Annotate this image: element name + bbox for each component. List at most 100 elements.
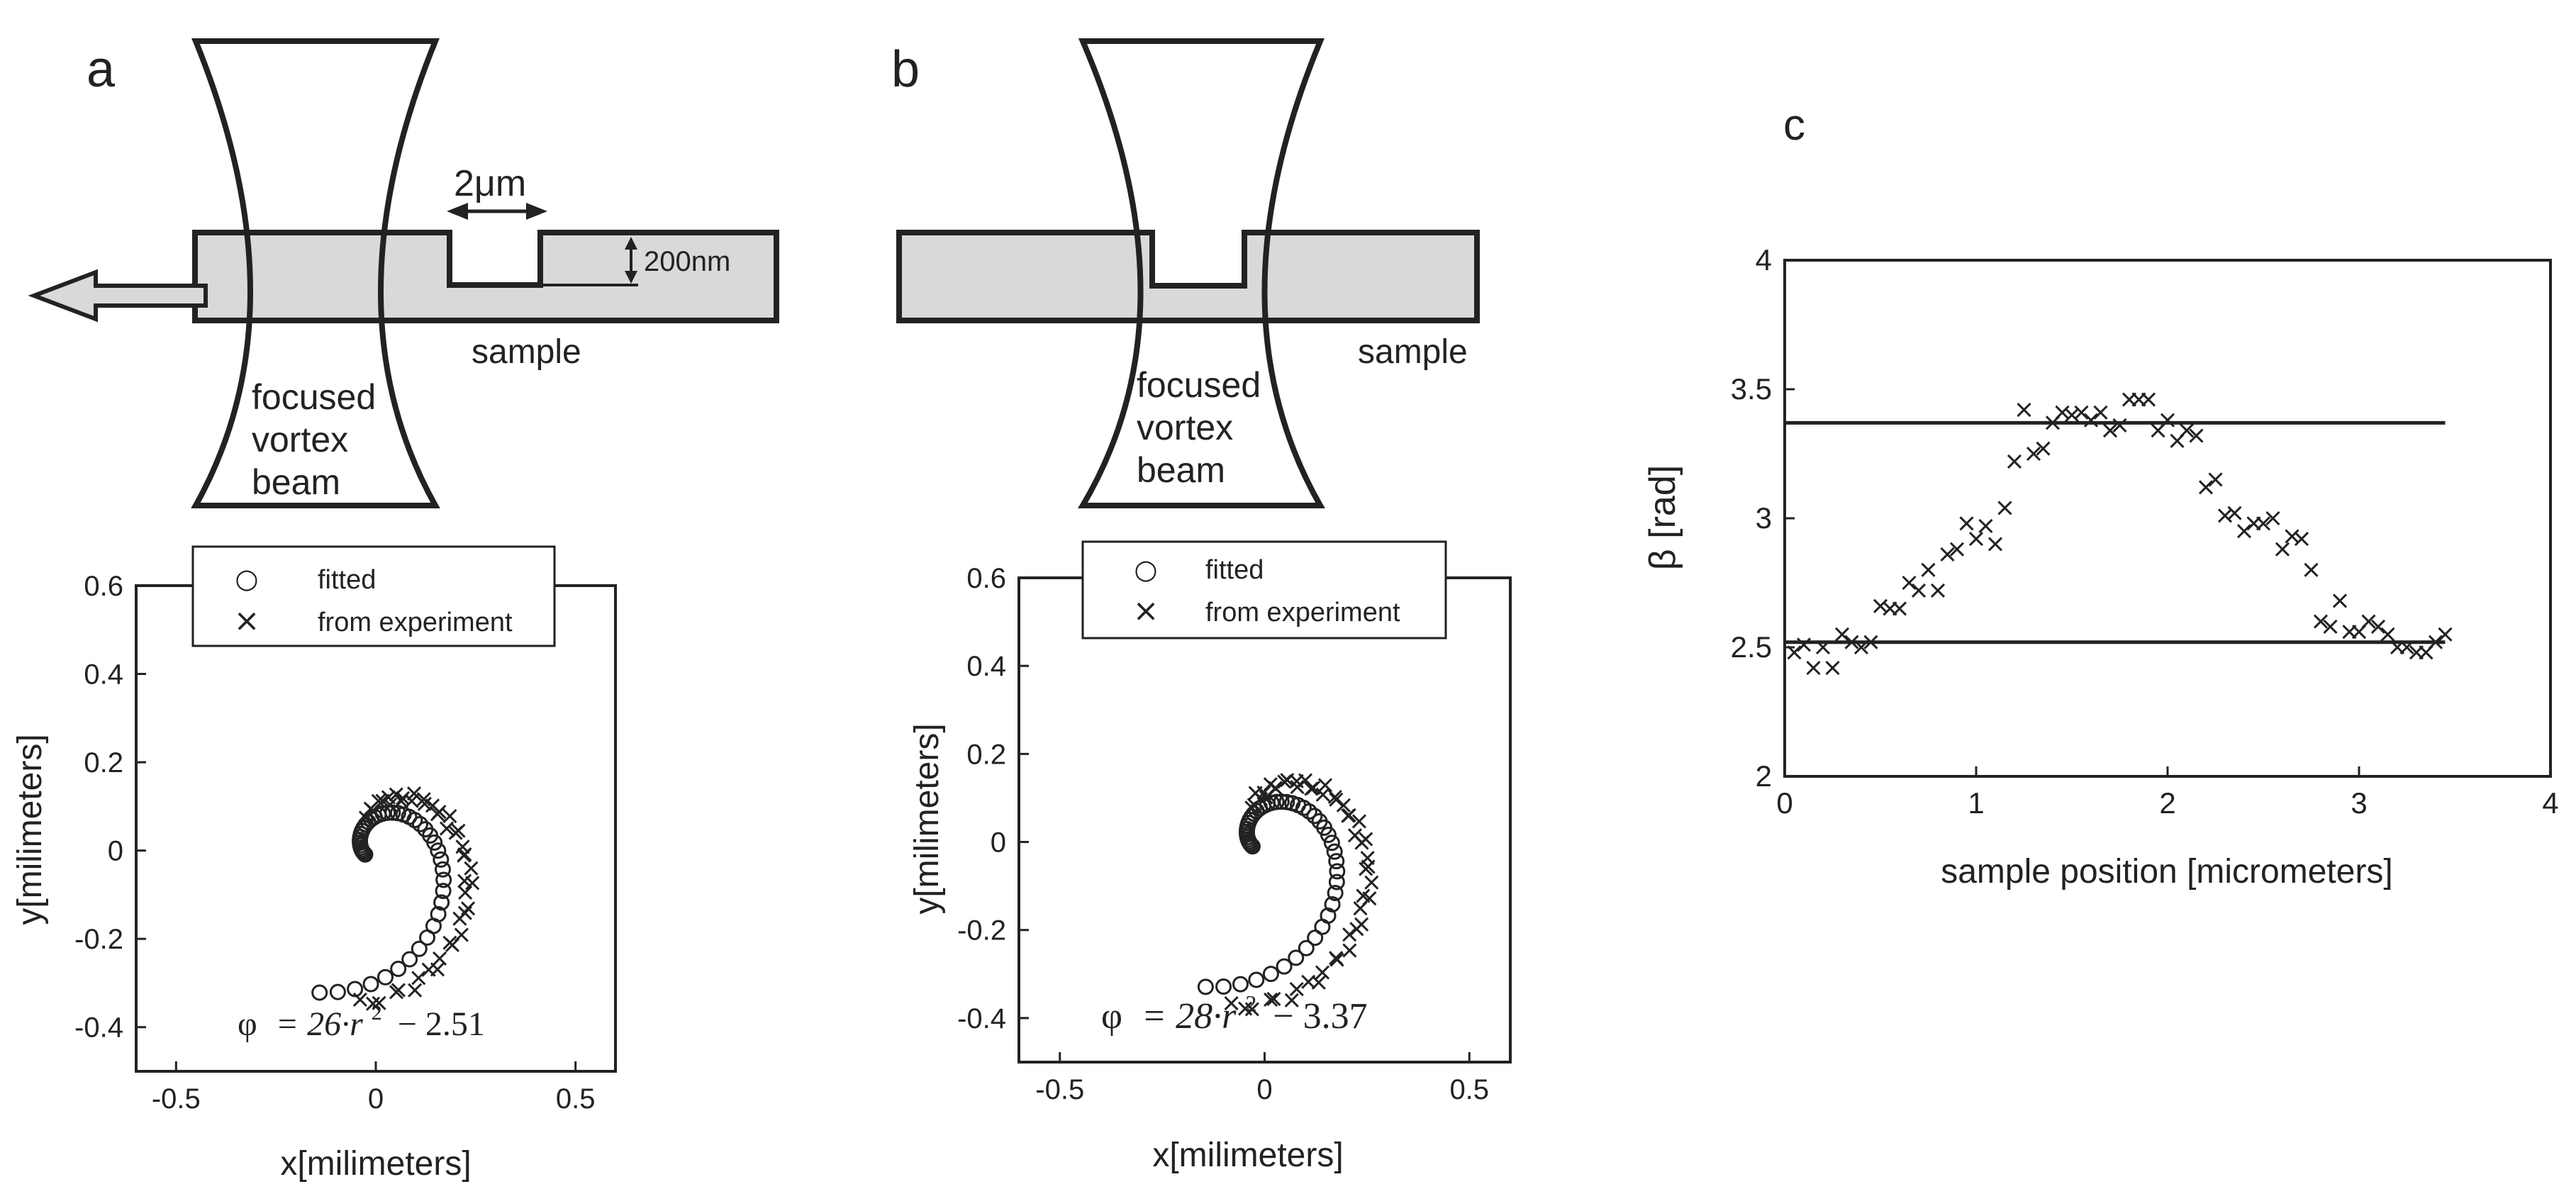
plot-b-ytick-label: 0.6	[966, 563, 1006, 594]
plot-c-point-experiment	[2265, 510, 2280, 526]
plot-a-point-experiment	[433, 951, 447, 966]
plot-a-point-fitted	[435, 861, 452, 878]
plot-c-point-experiment	[1959, 516, 1974, 531]
plot-a-point-fitted	[401, 951, 418, 968]
plot-c-point-experiment	[1949, 542, 1965, 557]
plot-c-xtick-label: 4	[2542, 786, 2558, 820]
plot-a-point-fitted	[430, 905, 447, 922]
plot-c-ytick-label: 3	[1756, 501, 1772, 535]
plot-b-point-experiment	[1224, 995, 1239, 1011]
plot-a-point-fitted	[390, 961, 407, 978]
plot-c-point-experiment	[1834, 627, 1850, 642]
plot-a-point-fitted	[347, 981, 364, 998]
plot-a-point-fitted	[357, 846, 374, 863]
plot-b-point-experiment	[1359, 832, 1373, 847]
plot-c-point-experiment	[2036, 441, 2051, 456]
plot-a-xtick-label: 0.5	[556, 1083, 596, 1115]
plot-b-ylabel: y[milimeters]	[908, 723, 946, 914]
plot-c-point-experiment	[2064, 408, 2080, 423]
plot-c-point-experiment	[2217, 508, 2233, 523]
panel-label-b: b	[891, 41, 920, 98]
plot-a-ytick-label: -0.4	[74, 1012, 123, 1044]
plot-a-point-fitted	[430, 842, 447, 859]
plot-c-point-experiment	[2285, 529, 2299, 544]
plot-c-point-experiment	[2380, 627, 2395, 642]
sample-label-b: sample	[1358, 333, 1468, 371]
beam-label-b-line3: beam	[1137, 450, 1225, 490]
plot-b-point-fitted	[1306, 808, 1323, 825]
plot-a-point-fitted	[311, 984, 328, 1001]
plot-b-point-fitted	[1232, 976, 1249, 993]
plot-a-equation-rhs: − 2.51	[398, 1005, 485, 1043]
plot-c-point-experiment	[2294, 532, 2309, 547]
plot-c-point-experiment	[1997, 501, 2012, 515]
plot-b-axes-box	[1017, 576, 1512, 1064]
plot-b-legend-marker-fitted: ○	[1134, 554, 1157, 585]
plot-b-point-experiment	[1329, 951, 1344, 966]
plot-c-ytick-label: 4	[1756, 243, 1772, 277]
direction-arrow	[28, 269, 208, 323]
plot-b-point-experiment	[1266, 991, 1281, 1006]
plot-b-point-fitted	[1324, 895, 1341, 912]
plot-c-point-experiment	[1825, 661, 1840, 676]
plot-c-point-experiment	[1978, 518, 1993, 533]
plot-b-point-fitted	[1326, 843, 1343, 860]
plot-a-point-experiment	[408, 983, 423, 998]
plot-b-point-experiment	[1327, 789, 1342, 805]
plot-a-point-experiment	[411, 971, 426, 986]
depth-arrowhead-top	[625, 237, 637, 250]
plot-b-point-experiment	[1290, 779, 1305, 795]
plot-c-point-experiment	[1844, 635, 1859, 649]
plot-b-ytick-label: -0.2	[957, 915, 1006, 947]
plot-b-point-experiment	[1280, 773, 1295, 788]
plot-a-point-experiment	[391, 983, 406, 998]
plot-a-xtick-label: 0	[368, 1083, 384, 1115]
width-arrowhead-right	[526, 203, 547, 220]
plot-c-point-experiment	[2074, 405, 2089, 420]
plot-b-point-experiment	[1304, 781, 1319, 796]
vortex-beam-b	[1077, 38, 1325, 508]
plot-c-xlabel: sample position [micrometers]	[1941, 853, 2393, 891]
plot-c-xtick-label: 3	[2351, 786, 2367, 820]
plot-a-point-fitted	[362, 976, 379, 993]
plot-a-point-experiment	[455, 839, 470, 854]
plot-b-point-fitted	[1329, 863, 1346, 880]
plot-b-point-fitted	[1307, 930, 1324, 947]
plot-b-point-experiment	[1264, 992, 1278, 1007]
plot-b-point-experiment	[1356, 888, 1371, 903]
plot-c-point-experiment	[2332, 593, 2348, 608]
plot-b-equation-rhs: − 3.37	[1273, 996, 1367, 1037]
plot-b-point-experiment	[1247, 798, 1261, 813]
plot-b-xtick-label: 0	[1256, 1074, 1272, 1105]
plot-a-equation-mid: = 26·r	[276, 1005, 363, 1043]
plot-c-point-experiment	[2236, 524, 2252, 539]
plot-c-point-experiment	[2055, 405, 2070, 420]
plot-c-point-experiment	[1787, 645, 1802, 660]
plot-c-point-experiment	[1806, 661, 1821, 676]
plot-b-xtick-label: 0.5	[1449, 1074, 1489, 1105]
beam-label-a-line1: focused	[252, 377, 376, 417]
plot-b-point-experiment	[1347, 828, 1363, 843]
plot-b-ytick-label: -0.4	[957, 1003, 1006, 1034]
plot-c-point-experiment	[1968, 532, 1984, 547]
plot-c-xtick-label: 2	[2159, 786, 2175, 820]
plot-a-point-experiment	[442, 808, 457, 824]
plot-c-point-experiment	[2313, 614, 2329, 629]
plot-c-point-experiment	[1853, 640, 1869, 655]
panel-a-schematic: a 2μm 200nm sample focused vortex beam	[28, 38, 779, 508]
plot-b-point-fitted	[1243, 837, 1260, 854]
plot-c-xtick-label: 1	[1968, 786, 1984, 820]
plot-a-point-experiment	[382, 797, 398, 813]
panel-label-a: a	[87, 41, 116, 98]
plot-a-point-fitted	[435, 871, 452, 888]
plot-a-point-experiment	[389, 787, 403, 802]
plot-b-legend-label-fitted: fitted	[1205, 555, 1264, 585]
plot-b-point-fitted	[1328, 853, 1345, 870]
plot-a-point-experiment	[458, 885, 473, 900]
plot-b-point-experiment	[1289, 982, 1304, 997]
